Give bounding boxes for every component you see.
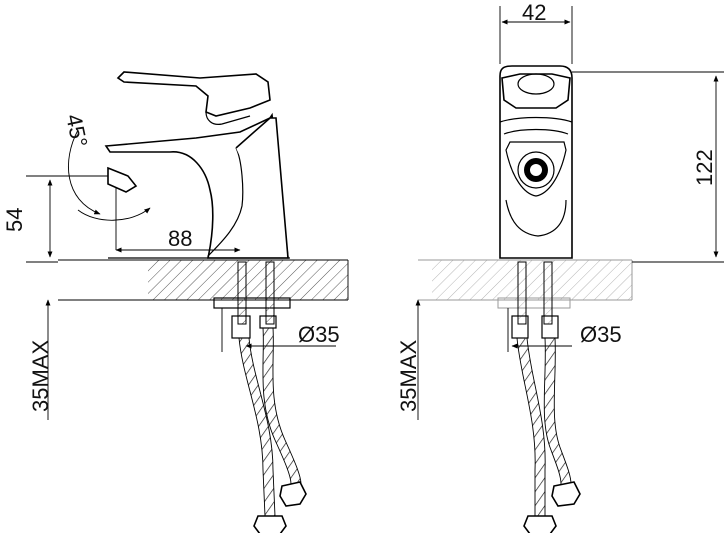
mounting-stud-left [237,261,247,325]
dim-hole-label-left: Ø35 [298,322,340,347]
dim-width-label: 42 [522,0,546,25]
aerator-outlet [517,151,555,189]
countertop-right [432,260,632,300]
dim-max-label-right: 35MAX [396,340,421,412]
side-view: 45° 54 88 Ø35 35MAX [2,71,349,533]
spout-nozzle [107,166,138,193]
lever-handle-side[interactable] [116,71,271,117]
lever-handle-front[interactable] [501,73,571,109]
dim-reach-label: 88 [168,226,192,251]
hose-left-a [239,337,275,517]
dim-hole-label-right: Ø35 [580,322,622,347]
dim-total-height-label: 122 [692,149,717,186]
dim-max-label-left: 35MAX [28,340,53,412]
hose-left-b [262,327,301,485]
hose-right-b [544,337,571,485]
dim-angle-label: 45° [61,112,92,150]
hose-right-a [517,337,546,516]
countertop-left [148,260,348,300]
front-view: 42 122 Ø35 35MAX [396,0,724,533]
mounting-stud-right [517,261,527,325]
dim-height-label: 54 [2,208,27,232]
